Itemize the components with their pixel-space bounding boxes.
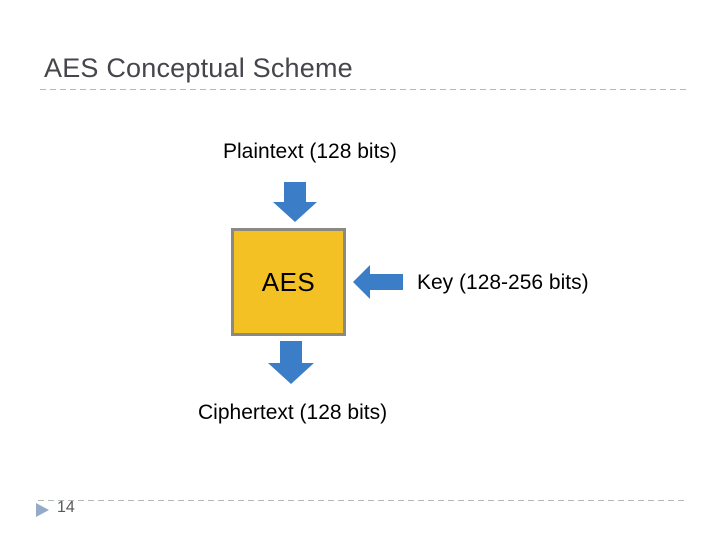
page-number: 14	[57, 499, 75, 516]
left-arrow-shape	[353, 265, 403, 299]
footer-marker-shape	[36, 503, 49, 517]
key-label: Key (128-256 bits)	[417, 271, 589, 294]
page-title: AES Conceptual Scheme	[44, 53, 353, 83]
aes-box-label: AES	[261, 266, 316, 297]
down-arrow-icon	[268, 341, 314, 384]
title-divider	[40, 89, 688, 91]
down-arrow-shape	[273, 182, 317, 222]
aes-box: AES	[231, 228, 346, 336]
footer-divider	[38, 500, 688, 502]
down-arrow-shape	[268, 341, 314, 384]
left-arrow-icon	[353, 265, 403, 299]
footer-marker-icon	[36, 503, 49, 517]
down-arrow-icon	[273, 182, 317, 222]
ciphertext-label: Ciphertext (128 bits)	[198, 401, 388, 424]
plaintext-label: Plaintext (128 bits)	[223, 140, 397, 163]
